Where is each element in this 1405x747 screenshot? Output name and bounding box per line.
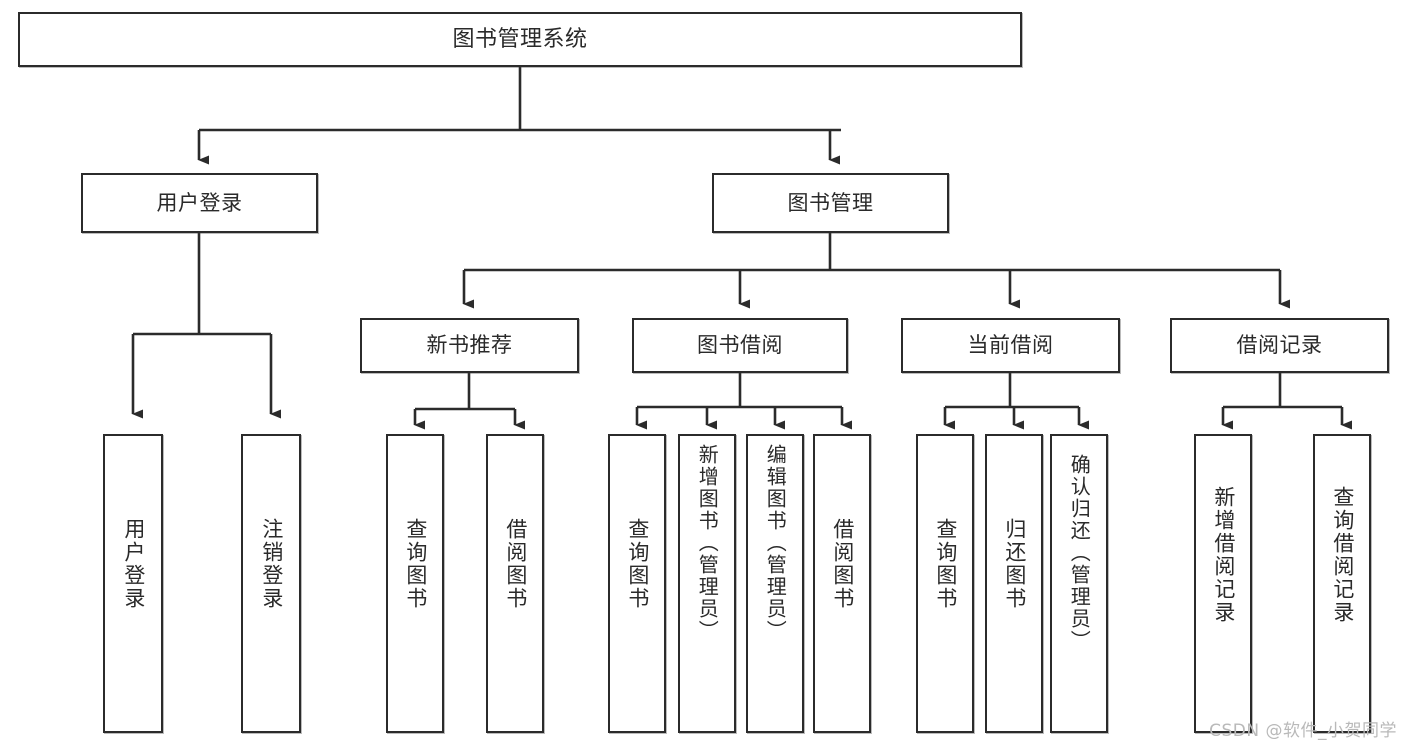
leaf-borrow-edit-book-admin[interactable]: 编辑图书（管理员） <box>746 434 804 733</box>
node-label: 归还图书 <box>1002 518 1027 610</box>
leaf-records-add-record[interactable]: 新增借阅记录 <box>1194 434 1252 733</box>
node-user-login[interactable]: 用户登录 <box>81 173 318 233</box>
leaf-new-book-borrow[interactable]: 借阅图书 <box>486 434 544 733</box>
node-label: 借阅图书 <box>503 518 528 610</box>
node-label: 图书借阅 <box>697 333 783 358</box>
node-new-book-recommend[interactable]: 新书推荐 <box>360 318 579 373</box>
node-label: 新增借阅记录 <box>1211 486 1236 624</box>
leaf-user-login-logout[interactable]: 注销登录 <box>241 434 301 733</box>
node-label: 用户登录 <box>156 190 243 215</box>
leaf-records-query-record[interactable]: 查询借阅记录 <box>1313 434 1371 733</box>
leaf-borrow-borrow-book[interactable]: 借阅图书 <box>813 434 871 733</box>
leaf-user-login-login[interactable]: 用户登录 <box>103 434 163 733</box>
node-label: 查询借阅记录 <box>1330 486 1355 624</box>
node-label: 新增图书（管理员） <box>695 444 720 642</box>
node-label: 查询图书 <box>403 518 428 610</box>
node-label: 编辑图书（管理员） <box>763 444 788 642</box>
leaf-new-book-query[interactable]: 查询图书 <box>386 434 444 733</box>
node-label: 用户登录 <box>121 518 146 610</box>
node-root-system[interactable]: 图书管理系统 <box>18 12 1022 67</box>
node-label: 注销登录 <box>259 518 284 610</box>
node-borrow-records[interactable]: 借阅记录 <box>1170 318 1389 373</box>
leaf-borrow-query-book[interactable]: 查询图书 <box>608 434 666 733</box>
node-book-management[interactable]: 图书管理 <box>712 173 949 233</box>
node-label: 图书管理 <box>787 190 874 215</box>
leaf-borrow-add-book-admin[interactable]: 新增图书（管理员） <box>678 434 736 733</box>
node-label: 新书推荐 <box>426 333 513 358</box>
node-label: 图书管理系统 <box>452 26 588 52</box>
leaf-current-confirm-return-admin[interactable]: 确认归还（管理员） <box>1050 434 1108 733</box>
node-label: 确认归还（管理员） <box>1067 454 1092 652</box>
node-label: 借阅记录 <box>1236 333 1323 358</box>
node-label: 借阅图书 <box>830 518 855 610</box>
leaf-current-query-book[interactable]: 查询图书 <box>916 434 974 733</box>
node-label: 当前借阅 <box>967 333 1054 358</box>
node-current-borrow[interactable]: 当前借阅 <box>901 318 1120 373</box>
node-label: 查询图书 <box>625 518 650 610</box>
node-label: 查询图书 <box>933 518 958 610</box>
leaf-current-return-book[interactable]: 归还图书 <box>985 434 1043 733</box>
csdn-watermark: CSDN @软件_小贺同学 <box>1209 721 1397 741</box>
node-book-borrow[interactable]: 图书借阅 <box>632 318 848 373</box>
